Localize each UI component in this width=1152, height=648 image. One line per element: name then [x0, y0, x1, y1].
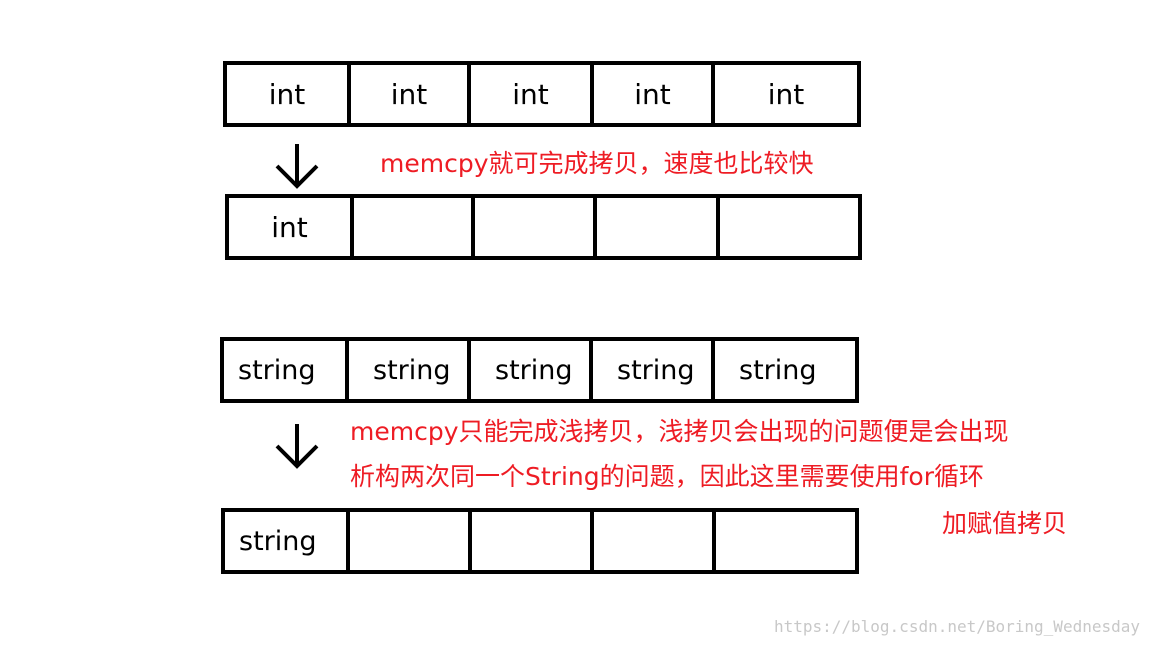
int-source-cell: int	[471, 65, 594, 123]
string-source-array: string string string string string	[220, 337, 859, 403]
string-source-cell: string	[471, 341, 593, 399]
int-dest-cell	[475, 198, 597, 256]
string-dest-cell: string	[225, 512, 350, 570]
down-arrow-icon	[275, 144, 319, 189]
string-dest-array: string	[221, 508, 859, 574]
int-dest-cell	[720, 198, 858, 256]
int-dest-array: int	[225, 194, 862, 260]
watermark-url: https://blog.csdn.net/Boring_Wednesday	[773, 617, 1140, 636]
string-memcpy-note-line2: 析构两次同一个String的问题，因此这里需要使用for循环	[350, 462, 984, 491]
string-dest-cell	[350, 512, 472, 570]
int-dest-cell	[597, 198, 720, 256]
string-dest-cell	[716, 512, 855, 570]
string-source-cell: string	[349, 341, 471, 399]
string-source-cell: string	[739, 354, 817, 386]
int-source-array: int int int int int	[223, 61, 861, 127]
string-dest-cell	[594, 512, 716, 570]
string-dest-cell	[472, 512, 594, 570]
int-source-cell: int	[767, 77, 805, 111]
string-source-cell: string	[224, 341, 349, 399]
down-arrow-icon	[275, 424, 319, 469]
int-source-cell: int	[227, 65, 351, 123]
string-memcpy-note-line3: 加赋值拷贝	[942, 509, 1068, 538]
string-memcpy-note-line1: memcpy只能完成浅拷贝，浅拷贝会出现的问题便是会出现	[350, 417, 1009, 446]
string-source-cell: string	[593, 341, 715, 399]
int-source-cell: int	[351, 65, 471, 123]
int-memcpy-note: memcpy就可完成拷贝，速度也比较快	[380, 149, 814, 178]
int-source-cell: int	[594, 65, 715, 123]
int-dest-cell: int	[229, 198, 354, 256]
int-dest-cell	[354, 198, 475, 256]
